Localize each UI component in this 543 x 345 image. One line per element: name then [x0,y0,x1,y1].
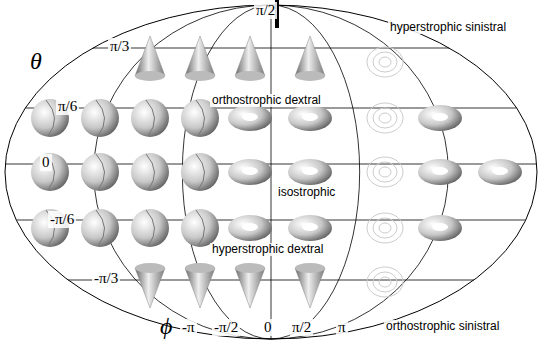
region-label: isostrophic [276,186,337,199]
longitude-label: 0 [262,319,274,336]
shell-suture [196,154,205,190]
shell-suture [146,210,155,246]
shell-umbilicus [432,223,448,231]
latitude-label: π/6 [56,98,79,115]
faint-spiral [367,47,403,77]
toroidal-shell [288,159,332,185]
shell-aperture [135,71,165,81]
faint-spiral [373,52,397,72]
toroidal-shell [418,105,462,131]
shell-suture [46,100,55,136]
shell-illustrations [31,36,522,308]
shell-aperture [185,71,215,81]
toroidal-shell [228,105,272,131]
longitude-label: π [336,319,348,336]
shell-aperture [135,263,165,273]
toroidal-shell [228,159,272,185]
shell-suture [146,154,155,190]
shell-aperture [185,263,215,273]
region-label: orthostrophic dextral [210,94,323,107]
shell-umbilicus [242,223,258,231]
shell-umbilicus [302,113,318,121]
faint-spiral [379,277,391,287]
toroidal-shell [228,215,272,241]
shell-umbilicus [242,167,258,175]
toroidal-shell [478,159,522,185]
conical-shell [235,268,265,308]
globular-shell [81,99,119,137]
shell-suture [196,100,205,136]
shell-suture [196,210,205,246]
latitude-label: -π/6 [48,211,76,228]
faint-spiral [367,157,403,187]
shell-umbilicus [432,113,448,121]
shell-umbilicus [242,113,258,121]
latitude-label: 0 [40,154,52,171]
outline-ellipse [5,5,537,339]
meridian [94,5,449,339]
globular-shell [81,153,119,191]
faint-spiral [367,267,403,297]
conical-shell [295,36,325,76]
region-label: hyperstrophic dextral [210,243,325,256]
toroidal-shell [288,105,332,131]
shell-umbilicus [492,167,508,175]
conical-shell [185,268,215,308]
longitude-label: π/2 [290,319,313,336]
globular-shell [81,209,119,247]
latitude-label: π/3 [108,38,131,55]
faint-spiral [373,272,397,292]
faint-spiral [373,108,397,128]
shell-suture [96,210,105,246]
shell-suture [96,100,105,136]
shell-suture [146,100,155,136]
globular-shell [131,209,169,247]
globular-shell [131,153,169,191]
globular-shell [181,209,219,247]
latitude-label: -π/3 [92,270,120,287]
faint-spiral [367,213,403,243]
shell-suture [96,154,105,190]
globular-shell [131,99,169,137]
parallel [68,280,474,281]
faint-spiral [373,162,397,182]
shell-aperture [295,71,325,81]
faint-spiral [379,113,391,123]
toroidal-shell [418,159,462,185]
toroidal-shell [288,215,332,241]
shell-umbilicus [302,223,318,231]
longitude-label: -π [180,319,197,336]
faint-spiral [367,103,403,133]
faint-spiral [373,218,397,238]
shell-aperture [235,71,265,81]
axis-symbol: θ [28,48,44,74]
faint-spiral [379,223,391,233]
region-label: orthostrophic sinistral [384,320,501,333]
conical-shell [185,36,215,76]
faint-spiral [379,57,391,67]
conical-shell [295,268,325,308]
region-label: hyperstrophic sinistral [388,21,508,34]
conical-shell [135,36,165,76]
graticule [5,5,537,339]
shell-umbilicus [432,167,448,175]
globular-shell [31,153,69,191]
longitude-label: -π/2 [212,319,240,336]
conical-shell [135,268,165,308]
axis-symbol: ϕ [158,313,174,339]
shell-aperture [235,263,265,273]
shell-umbilicus [302,167,318,175]
faint-spiral [379,167,391,177]
pole-label: π/2 [254,2,277,19]
globular-shell [181,153,219,191]
shell-aperture [295,263,325,273]
toroidal-shell [418,215,462,241]
conical-shell [235,36,265,76]
